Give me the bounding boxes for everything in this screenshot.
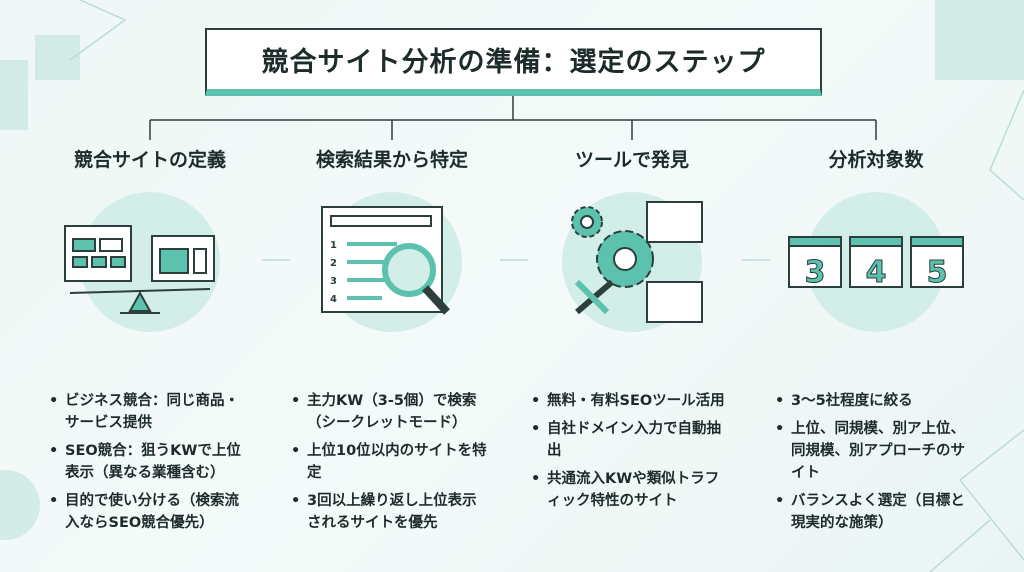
website-scale-icon [64, 225, 215, 314]
bullet-item: SEO競合：狙うKWで上位表示（異なる業種含む） [49, 440, 249, 484]
result-number: 2 [330, 258, 337, 269]
column-definition: 競合サイトの定義 ビジネス競合：同じ商品・サービス提供 SEO競合：狙うKWで上… [35, 140, 265, 540]
page-title: 競合サイト分析の準備：選定のステップ [205, 28, 822, 96]
calendar-numbers-icon: 3 4 5 [788, 236, 964, 291]
column-heading: 分析対象数 [828, 149, 924, 171]
column-heading: ツールで発見 [574, 149, 689, 171]
calendar-number: 5 [927, 255, 948, 290]
decor-square [0, 60, 28, 130]
bullet-item: 主力KW（3-5個）で検索（シークレットモード） [291, 390, 491, 434]
icon-circle: 1 2 3 4 [321, 192, 462, 332]
gear-tools-icon [571, 201, 703, 323]
bullet-item: 上位、同規模、別ア上位、同規模、別アプローチのサイト [775, 418, 975, 484]
calendar-number: 3 [805, 255, 826, 290]
bullet-item: バランスよく選定（目標と現実的な施策） [775, 490, 975, 534]
bullet-item: 目的で使い分ける（検索流入ならSEO競合優先） [49, 490, 249, 534]
column-heading: 検索結果から特定 [315, 149, 468, 171]
icon-circle: 3 4 5 [788, 192, 964, 332]
bullet-item: 無料・有料SEOツール活用 [531, 390, 731, 412]
icon-circle [562, 192, 703, 332]
icon-circle [64, 192, 220, 332]
calendar-number: 4 [866, 255, 887, 290]
bullet-item: 上位10位以内のサイトを特定 [291, 440, 491, 484]
bullet-item: ビジネス競合：同じ商品・サービス提供 [49, 390, 249, 434]
result-number: 3 [330, 276, 337, 287]
search-results-magnifier-icon: 1 2 3 4 [321, 206, 450, 315]
bullet-item: 自社ドメイン入力で自動抽出 [531, 418, 731, 462]
result-number: 1 [330, 240, 337, 251]
decor-square [935, 0, 1024, 80]
bullet-item: 共通流入KWや類似トラフィック特性のサイト [531, 468, 731, 512]
column-heading: 競合サイトの定義 [73, 149, 226, 171]
bullet-item: 3〜5社程度に絞る [775, 390, 975, 412]
column-target-count: 分析対象数 3 4 5 3〜5社程度に絞る 上位、同規模、別ア上位、同規模、別ア… [761, 140, 991, 540]
column-search-results: 検索結果から特定 1 2 3 4 主力KW（3-5個）で検索（シークレットモード… [277, 140, 507, 540]
result-number: 4 [330, 294, 337, 305]
column-tools: ツールで発見 無料・有料SEOツール活用 自社ドメイン入力で自動抽出 共通流入K… [517, 140, 747, 518]
bullet-item: 3回以上繰り返し上位表示されるサイトを優先 [291, 490, 491, 534]
